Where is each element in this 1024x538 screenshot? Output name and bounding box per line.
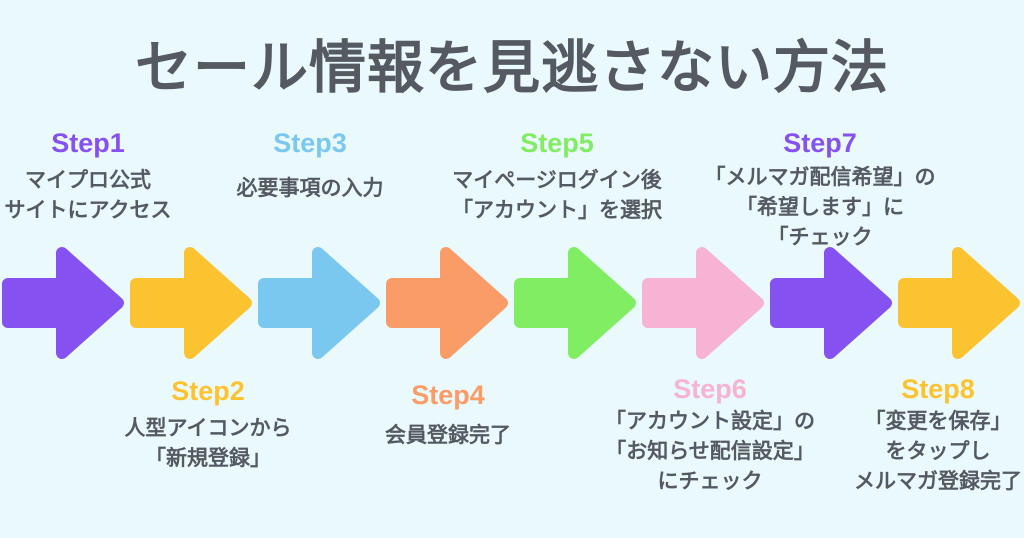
arrow-shape [514, 247, 636, 359]
arrow-shape [130, 247, 252, 359]
step-desc-line: 必要事項の入力 [236, 177, 384, 200]
step-5-block: Step5 マイページログイン後 「アカウント」を選択 [452, 128, 662, 226]
step-4-description: 会員登録完了 [385, 421, 511, 451]
step-2-block: Step2 人型アイコンから 「新規登録」 [125, 376, 292, 474]
step-desc-line: 「お知らせ配信設定」 [605, 440, 815, 463]
step-desc-line: 「新規登録」 [144, 447, 271, 470]
arrow-shape [2, 247, 124, 359]
step-1-description: マイプロ公式 サイトにアクセス [5, 166, 172, 226]
step-desc-line: 会員登録完了 [385, 424, 511, 447]
step-desc-line: 「変更を保存」 [864, 410, 1012, 433]
step-desc-line: 「希望します」に [736, 196, 904, 219]
step-1-label: Step1 [51, 128, 125, 158]
flow-arrow-8 [898, 247, 1020, 359]
step-desc-line: 人型アイコンから [124, 417, 292, 440]
step-desc-line: 「メルマガ配信希望」の [704, 166, 936, 189]
step-4-block: Step4 会員登録完了 [385, 380, 511, 451]
step-7-label: Step7 [783, 128, 857, 158]
arrow-shape [898, 247, 1020, 359]
flow-arrow-7 [770, 247, 892, 359]
step-3-label: Step3 [273, 128, 347, 158]
flow-arrow-6 [642, 247, 764, 359]
flow-arrow-2 [130, 247, 252, 359]
step-desc-line: 「チェック [767, 226, 873, 249]
flow-arrow-1 [2, 247, 124, 359]
flow-arrow-5 [514, 247, 636, 359]
step-2-label: Step2 [171, 376, 245, 406]
arrow-shape [258, 247, 380, 359]
step-desc-line: 「アカウント設定」の [605, 410, 815, 433]
step-6-description: 「アカウント設定」の 「お知らせ配信設定」 にチェック [605, 407, 815, 497]
page-title: セール情報を見逃さない方法 [135, 36, 889, 100]
arrow-row [0, 245, 1024, 361]
step-desc-line: マイページログイン後 [452, 169, 662, 192]
step-7-description: 「メルマガ配信希望」の 「希望します」に 「チェック [705, 163, 936, 253]
arrow-shape [770, 247, 892, 359]
step-3-block: Step3 必要事項の入力 [237, 128, 384, 204]
step-desc-line: 「アカウント」を選択 [452, 199, 662, 222]
step-desc-line: マイプロ公式 [24, 169, 151, 192]
step-desc-line: にチェック [657, 470, 763, 493]
step-8-description: 「変更を保存」 をタップし メルマガ登録完了 [854, 407, 1022, 497]
step-3-description: 必要事項の入力 [237, 174, 384, 204]
step-8-block: Step8 「変更を保存」 をタップし メルマガ登録完了 [854, 374, 1022, 497]
step-desc-line: をタップし [885, 440, 991, 463]
step-4-label: Step4 [411, 380, 485, 410]
step-7-block: Step7 「メルマガ配信希望」の 「希望します」に 「チェック [705, 128, 936, 253]
step-1-block: Step1 マイプロ公式 サイトにアクセス [5, 128, 172, 226]
step-2-description: 人型アイコンから 「新規登録」 [125, 414, 292, 474]
step-5-description: マイページログイン後 「アカウント」を選択 [452, 166, 662, 226]
flow-arrow-3 [258, 247, 380, 359]
arrow-shape [642, 247, 764, 359]
arrow-shape [386, 247, 508, 359]
step-5-label: Step5 [520, 128, 594, 158]
step-desc-line: メルマガ登録完了 [854, 470, 1022, 493]
flow-arrow-4 [386, 247, 508, 359]
step-6-block: Step6 「アカウント設定」の 「お知らせ配信設定」 にチェック [605, 374, 815, 497]
step-desc-line: サイトにアクセス [4, 199, 172, 222]
step-6-label: Step6 [673, 374, 747, 404]
step-8-label: Step8 [901, 374, 975, 404]
